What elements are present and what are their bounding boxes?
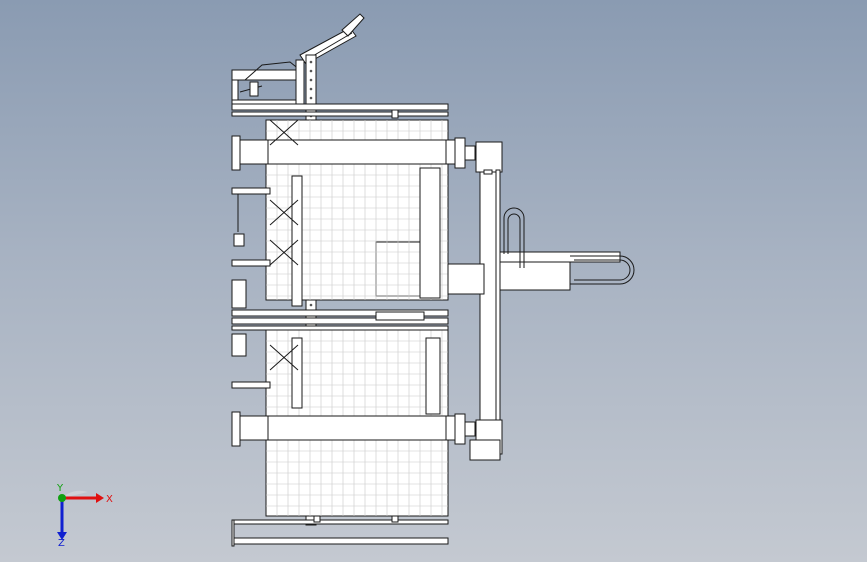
y-axis-dot-icon (58, 494, 66, 502)
lower-cylinder (231, 411, 476, 447)
z-axis-label: Z (58, 538, 65, 548)
right-arm (447, 207, 635, 295)
upper-cylinder (231, 135, 476, 171)
x-arrowhead-icon (96, 493, 104, 503)
bottom-rails (231, 515, 449, 547)
right-carriage-column (469, 141, 503, 461)
coordinate-triad: X Y Z (40, 478, 120, 549)
left-side-brackets (231, 187, 271, 389)
truss-diagonals (269, 119, 299, 371)
middle-rails (231, 309, 449, 331)
x-axis-label: X (106, 494, 113, 505)
y-axis-label: Y (56, 483, 64, 494)
top-bracket (231, 59, 305, 109)
z-arrowhead-icon (57, 532, 67, 540)
triad-plane (62, 490, 88, 498)
top-rails (231, 103, 449, 119)
